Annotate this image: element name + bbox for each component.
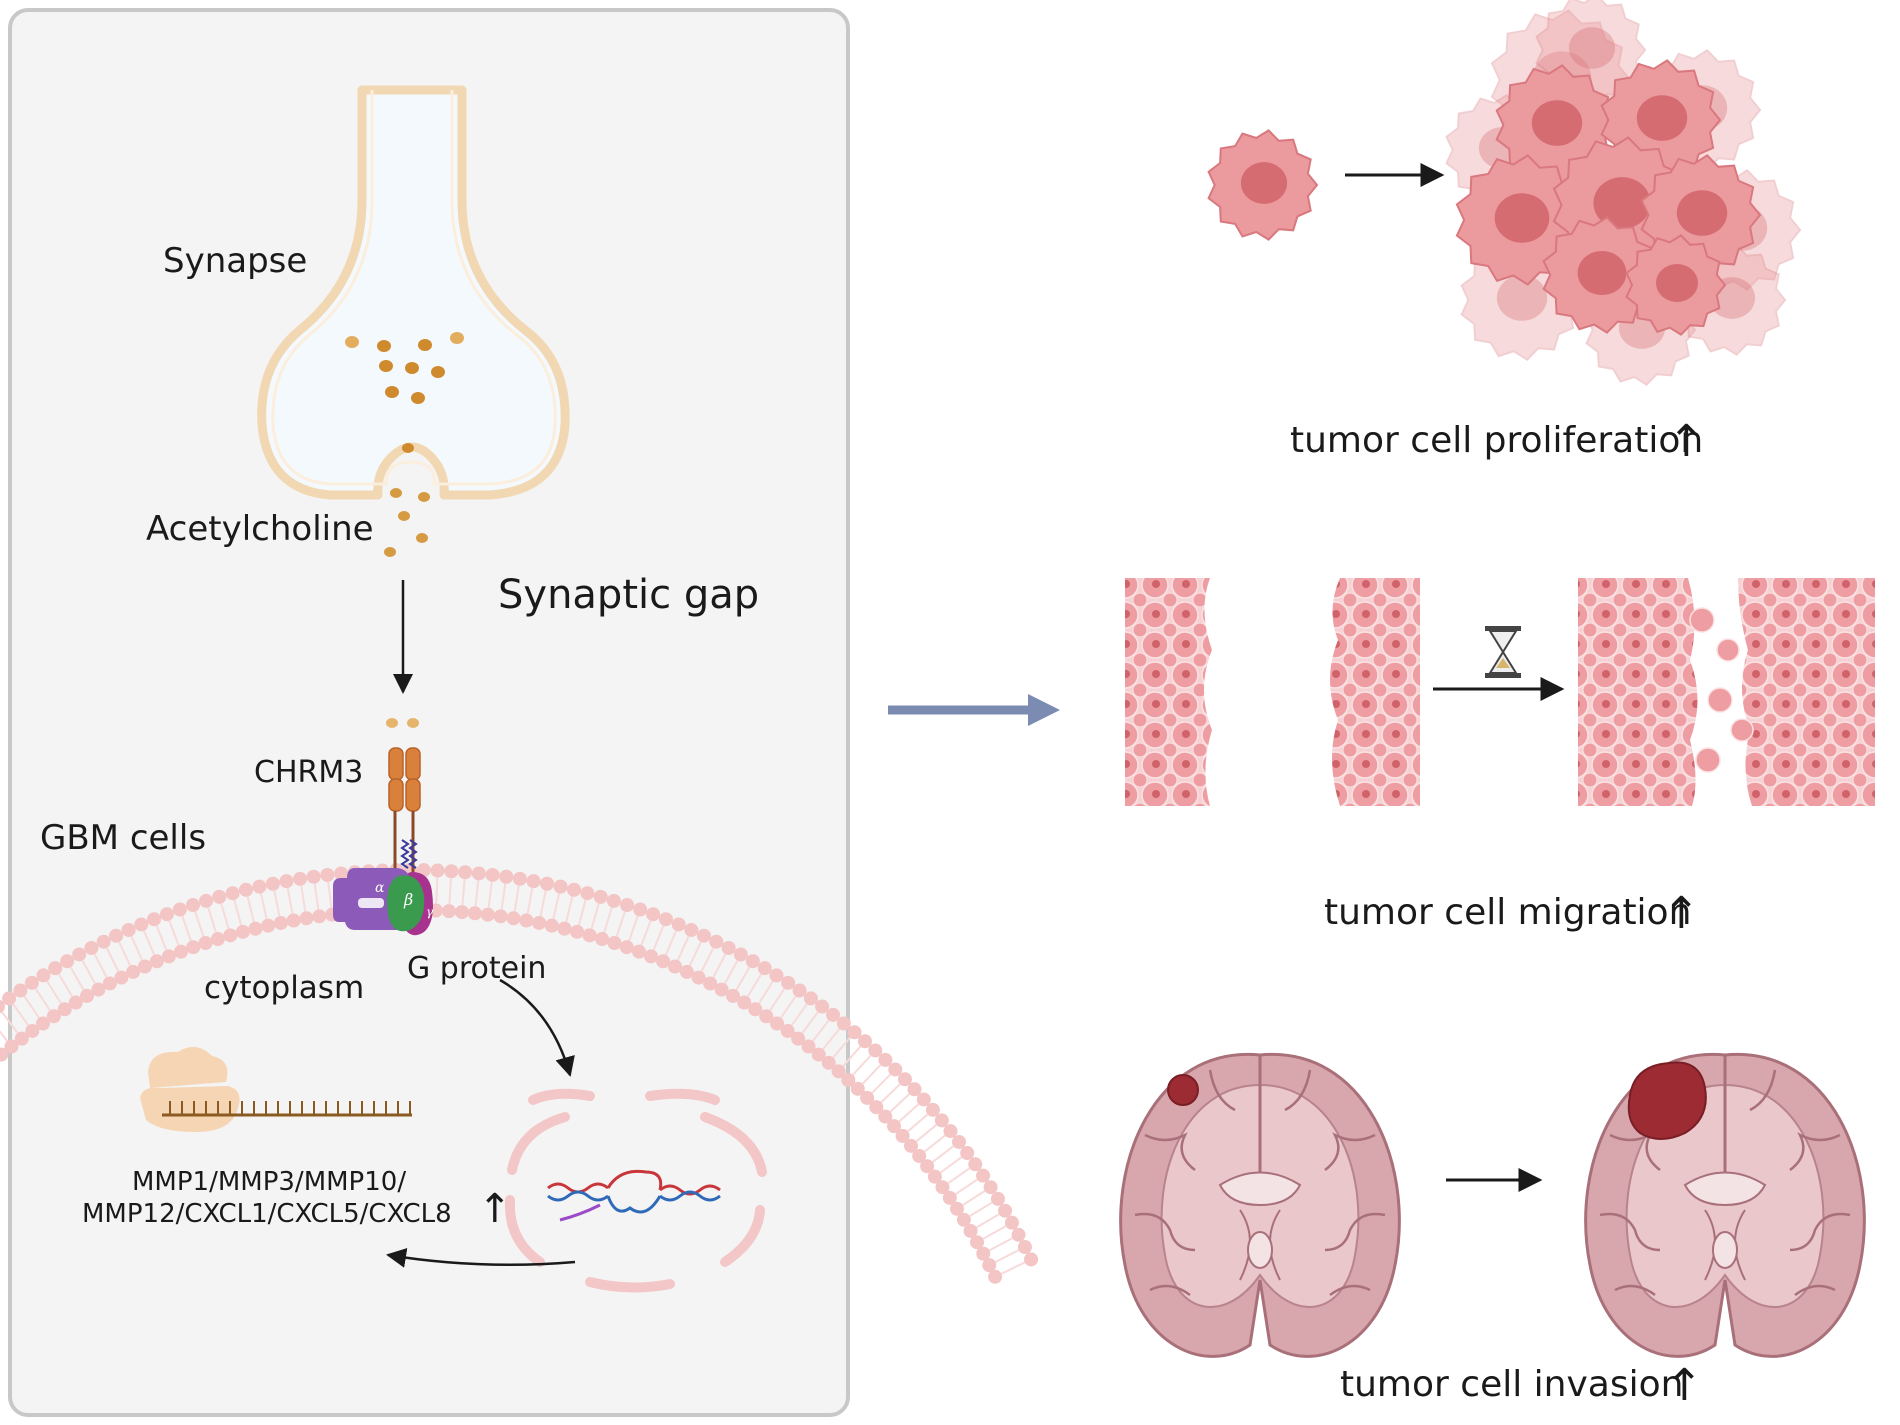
migrating-cells <box>1689 607 1754 773</box>
migration-after-right-sheet <box>1738 578 1875 806</box>
proliferation-up-arrow: ↑ <box>1668 416 1705 467</box>
gene-upregulation-arrow: ↑ <box>478 1186 512 1232</box>
g-protein-complex: α β γ <box>333 868 434 936</box>
invasion-up-arrow: ↑ <box>1666 1360 1703 1411</box>
vesicle-cluster <box>345 332 464 453</box>
migration-up-arrow: ↑ <box>1663 888 1700 939</box>
acetylcholine-label: Acetylcholine <box>146 509 374 549</box>
g-beta-label: β <box>403 890 413 909</box>
hourglass-icon <box>1485 626 1521 678</box>
migration-before-left-sheet <box>1125 578 1212 806</box>
synapse-label: Synapse <box>163 241 307 281</box>
nucleus <box>504 1088 767 1293</box>
pathway-arrow <box>888 694 1060 726</box>
bound-acetylcholine <box>386 718 419 728</box>
g-alpha-label: α <box>375 880 385 896</box>
g-protein-label: G protein <box>407 951 546 986</box>
dna-transcription <box>547 1169 721 1222</box>
signal-arrow <box>499 978 575 1077</box>
migration-before-right-sheet <box>1330 578 1420 806</box>
migration-label: tumor cell migration <box>1324 892 1691 933</box>
invasion-label: tumor cell invasion <box>1340 1364 1683 1405</box>
cell-membrane <box>0 863 1039 1284</box>
migration-after-left-sheet <box>1578 578 1698 806</box>
brain-before <box>1119 1052 1401 1358</box>
acetylcholine-molecules <box>384 488 430 557</box>
g-gamma-label: γ <box>426 905 434 919</box>
gene-list-line1: MMP1/MMP3/MMP10/ <box>132 1167 406 1197</box>
ribosome-icon <box>140 1046 240 1132</box>
gene-list-line2: MMP12/CXCL1/CXCL5/CXCL8 <box>82 1199 452 1229</box>
chrm3-receptor <box>388 747 421 875</box>
brain-after <box>1584 1052 1866 1358</box>
expression-arrow <box>386 1248 576 1268</box>
tumor-cell-cluster <box>1445 0 1802 386</box>
synapse-terminal <box>257 85 570 500</box>
single-tumor-cell <box>1207 129 1319 241</box>
synaptic-gap-label: Synaptic gap <box>498 572 759 618</box>
cytoplasm-label: cytoplasm <box>204 970 364 1006</box>
chrm3-label: CHRM3 <box>254 755 363 790</box>
gbm-cells-label: GBM cells <box>40 818 206 858</box>
proliferation-label: tumor cell proliferation <box>1290 420 1703 461</box>
mrna-strand <box>162 1101 412 1117</box>
